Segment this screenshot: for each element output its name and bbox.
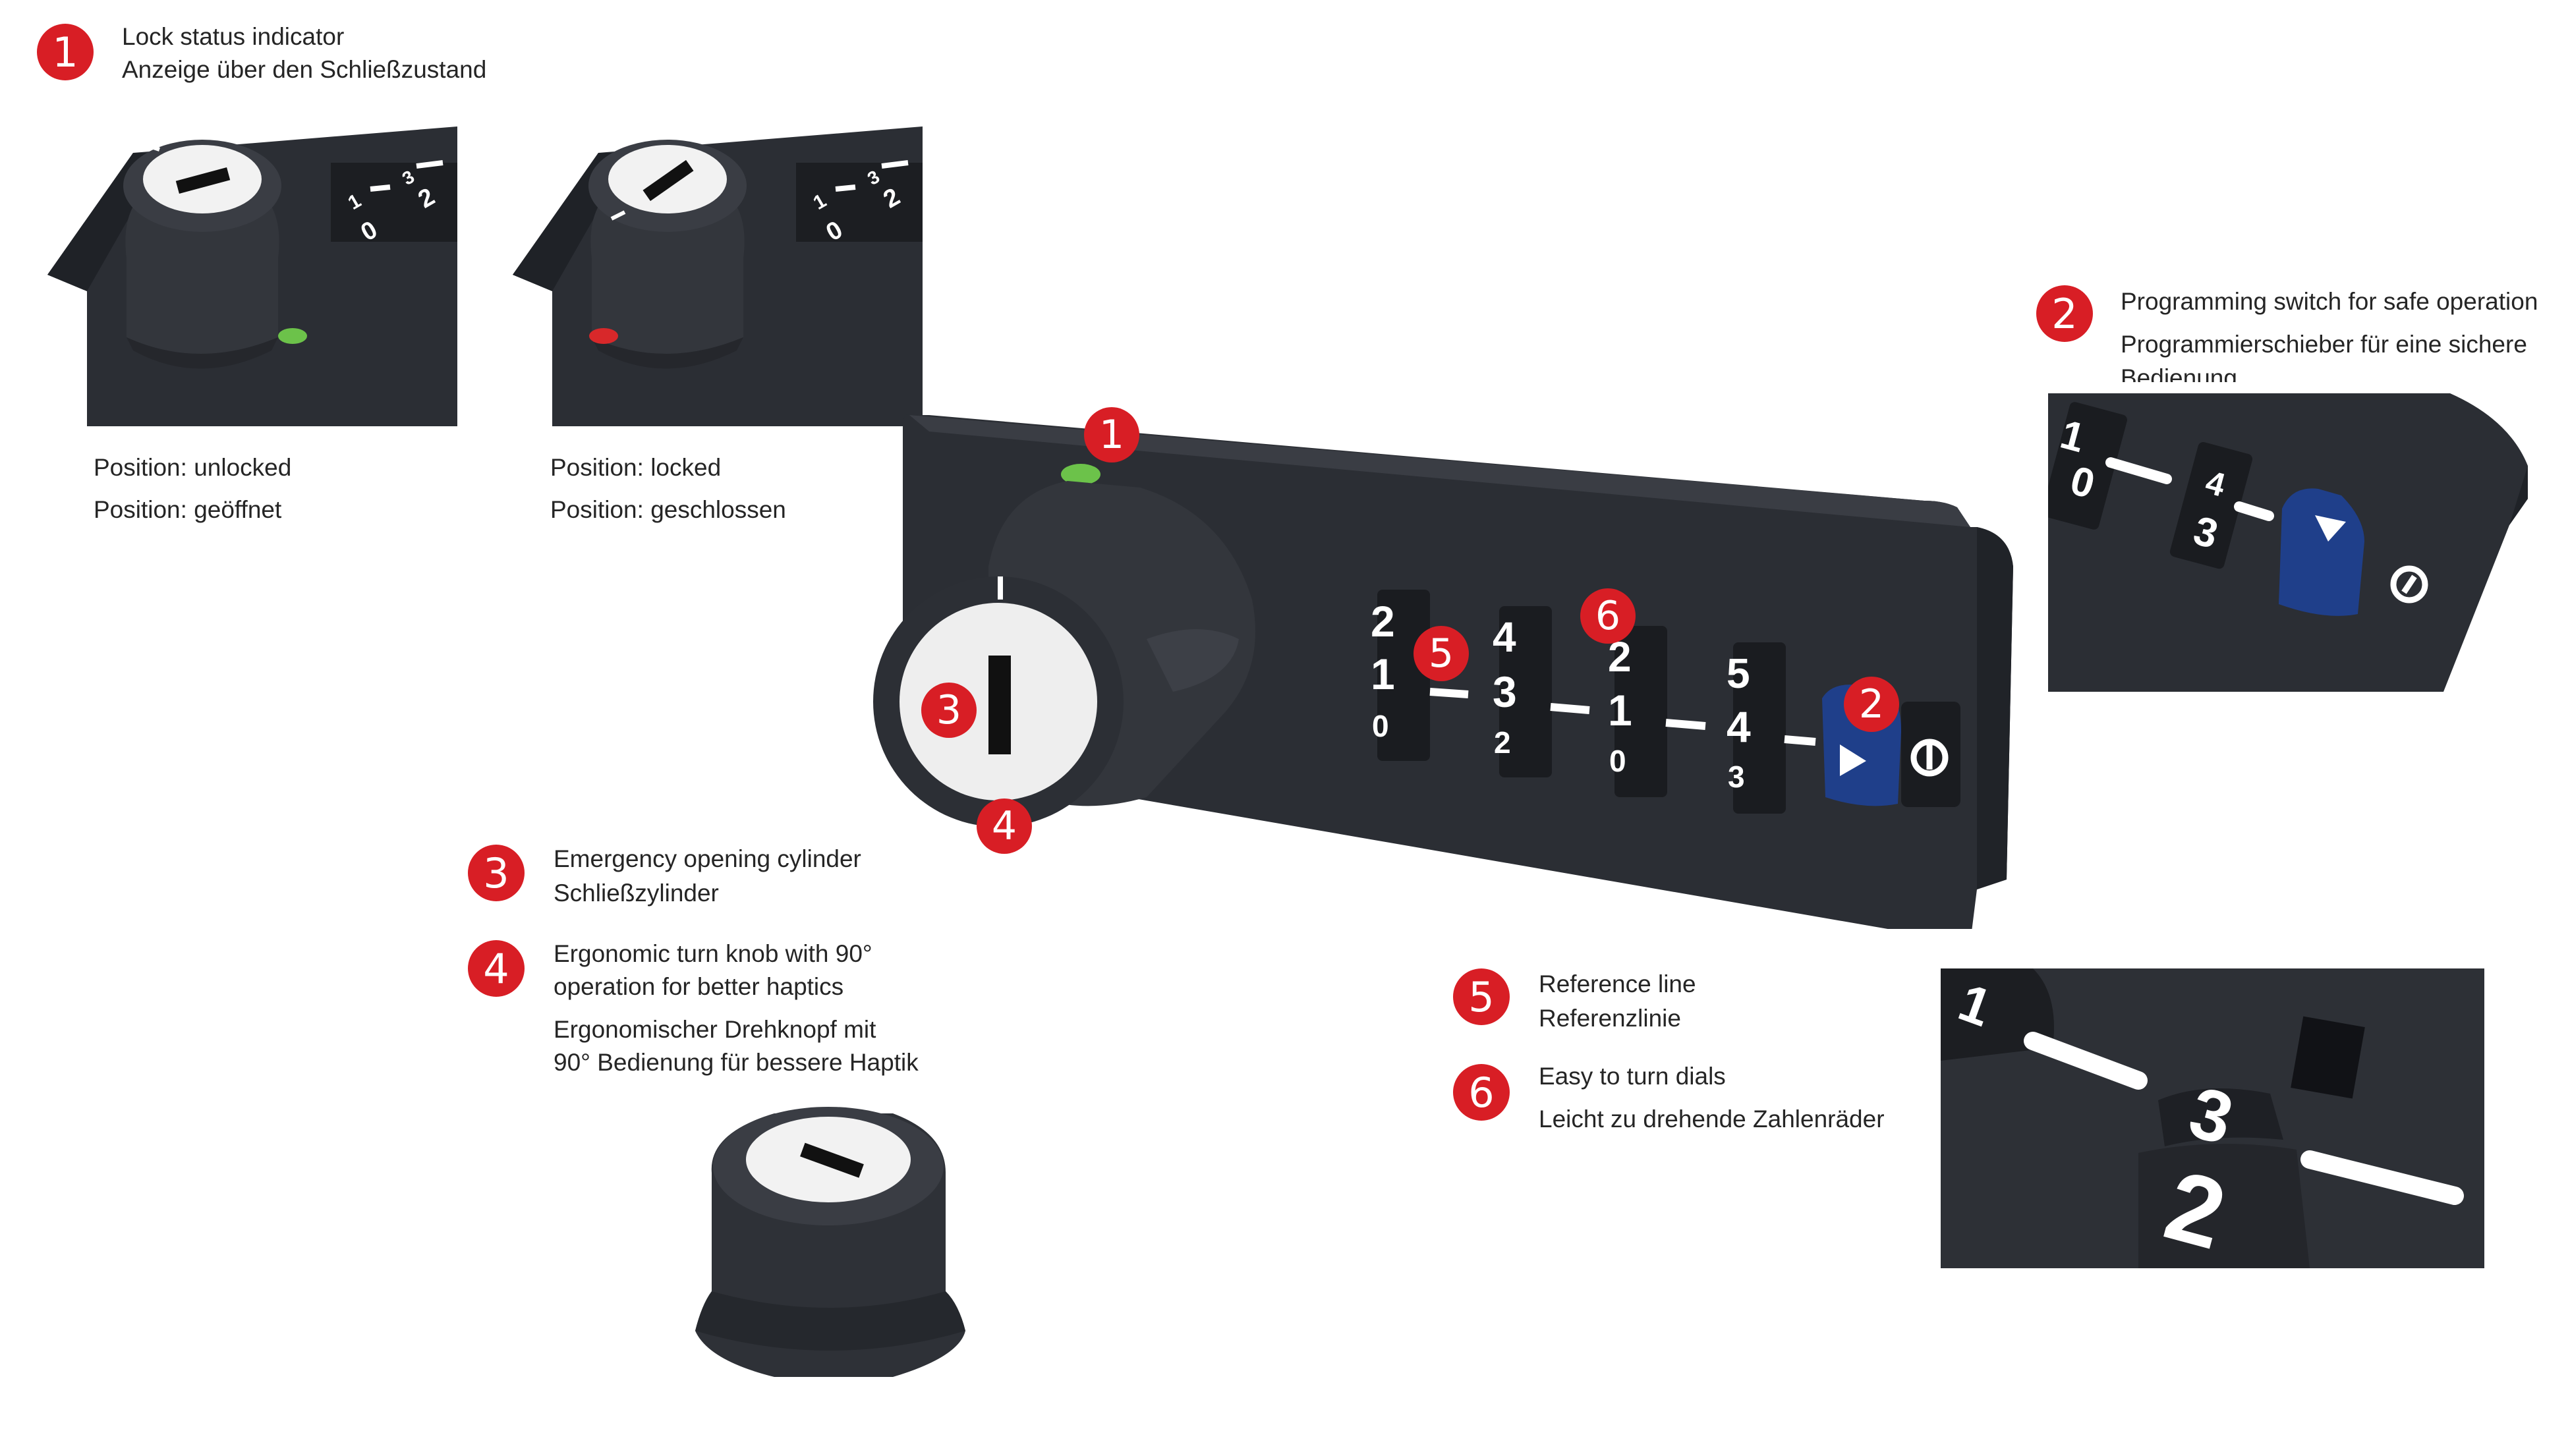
callout-2-text-de-cont: Bedienung [2121,364,2237,382]
key-slot-icon [988,656,1011,754]
callout-5-badge: 5 [1453,968,1510,1025]
dial-2-bot: 2 [1494,725,1511,760]
locked-label-de: Position: geschlossen [550,496,786,523]
dial-1-mid: 1 [1371,650,1395,698]
callout-2-text-clip: Bedienung [2121,361,2516,382]
callout-1-text-en: Lock status indicator [122,23,345,50]
detail-dials-illustration [1941,968,2484,1268]
reference-line-icon [1429,688,1816,746]
detail-programming-switch-body [2279,488,2364,616]
dial-4-mid: 4 [1727,702,1751,751]
dial-1-bot: 0 [1372,709,1389,743]
detail-dials: 1 3 2 [1941,968,2484,1268]
callout-1-text-de: Anzeige über den Schließzustand [122,56,487,83]
callout-3-text-en: Emergency opening cylinder [554,845,861,872]
callout-6-text-en: Easy to turn dials [1539,1063,1726,1090]
main-lock-illustration [873,414,2013,929]
key-slot-icon [800,1142,864,1178]
callout-3-badge: 3 [468,845,525,901]
callout-2-badge: 2 [2036,285,2093,342]
callout-4-badge: 4 [468,940,525,997]
unlocked-lock-illustration [47,126,457,426]
callout-6-text-de: Leicht zu drehende Zahlenräder [1539,1106,1885,1133]
dial-4-bot: 3 [1728,760,1745,794]
main-badge-1: 1 [1084,407,1139,462]
unlocked-label-de: Position: geöffnet [94,496,282,523]
main-badge-5: 5 [1414,626,1469,681]
play-triangle-icon [2315,515,2346,542]
reference-line-icon [2024,1032,2148,1090]
callout-1-badge: 1 [37,24,94,80]
locked-red-indicator [589,328,618,344]
unlocked-label-en: Position: unlocked [94,454,292,481]
callout-5-text-de: Referenzlinie [1539,1005,1681,1032]
callout-4-text-de-2: 90° Bedienung für bessere Haptik [554,1049,919,1076]
main-badge-4: 4 [977,798,1032,854]
play-triangle-icon [1840,744,1866,776]
unlocked-green-indicator [278,328,307,344]
power-icon [2390,565,2428,603]
power-icon [1910,739,1949,777]
callout-2-text-de: Programmierschieber für eine sichere [2121,331,2527,358]
locked-lock-illustration [513,126,923,426]
thumbnail-unlocked: 0 1 3 2 [47,126,457,426]
dial-1-top: 2 [1371,597,1395,646]
dial-4-top: 5 [1727,650,1750,697]
callout-4-text-de-1: Ergonomischer Drehknopf mit [554,1016,876,1043]
dial-3-mid: 1 [1608,686,1632,735]
locked-label-en: Position: locked [550,454,722,481]
callout-3-text-de: Schließzylinder [554,880,719,907]
detail-programming-switch: 1 0 4 3 [2048,393,2528,692]
callout-5-text-en: Reference line [1539,970,1696,997]
main-green-indicator [1061,464,1100,485]
key-slot-icon [175,167,231,194]
detail-switch-illustration [2048,393,2528,692]
key-slot-icon [642,159,694,202]
callout-4-text-en-2: operation for better haptics [554,973,844,1000]
turn-knob-illustration [695,1107,965,1377]
dial-3-bot: 0 [1609,744,1626,778]
main-badge-3: 3 [921,683,977,738]
callout-6-badge: 6 [1453,1064,1510,1121]
main-badge-6: 6 [1580,588,1636,644]
thumbnail-locked: 0 1 3 2 [513,126,923,426]
dial-2-top: 4 [1493,613,1516,661]
dial-2-mid: 3 [1493,667,1517,716]
callout-2-text-en: Programming switch for safe operation [2121,288,2538,315]
callout-4-text-en-1: Ergonomic turn knob with 90° [554,940,872,967]
main-badge-2: 2 [1844,677,1899,732]
